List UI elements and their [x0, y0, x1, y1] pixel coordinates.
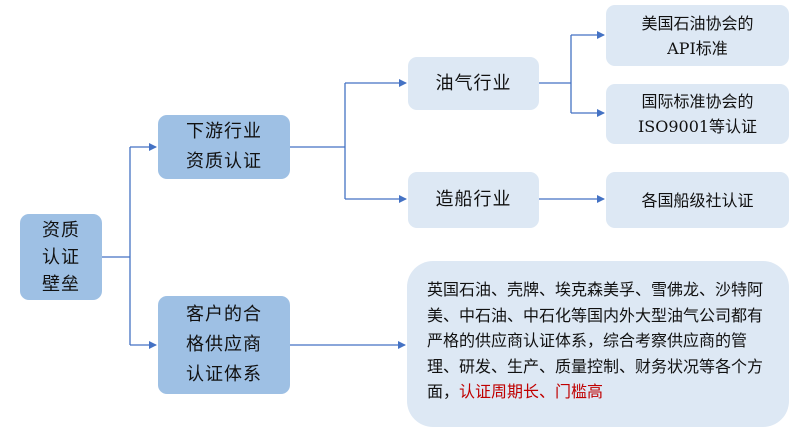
downstream-qualification-node: 下游行业 资质认证 [158, 115, 290, 179]
iso-line-2: ISO9001等认证 [637, 117, 758, 136]
oil-gas-label: 油气行业 [435, 72, 512, 94]
root-line-3: 壁垒 [42, 273, 80, 295]
root-line-2: 认证 [42, 246, 80, 268]
root-line-1: 资质 [42, 219, 80, 241]
customer-line-3: 认证体系 [186, 364, 262, 385]
downstream-line-2: 资质认证 [186, 151, 262, 172]
oil-gas-node: 油气行业 [408, 57, 539, 110]
iso-cert-node: 国际标准协会的 ISO9001等认证 [606, 84, 789, 144]
api-cert-node: 美国石油协会的 API标准 [606, 5, 789, 66]
shipbuilding-label: 造船行业 [435, 189, 512, 210]
customer-line-2: 格供应商 [186, 334, 262, 355]
customer-description-text: 英国石油、壳牌、埃克森美孚、雪佛龙、沙特阿美、中石油、中石化等国内外大型油气公司… [427, 280, 764, 401]
api-line-2: API标准 [667, 38, 728, 58]
class-cert-label: 各国船级社认证 [641, 190, 754, 210]
customer-line-1: 客户的合 [186, 304, 262, 325]
api-line-1: 美国石油协会的 [641, 13, 754, 33]
customer-description-box: 英国石油、壳牌、埃克森美孚、雪佛龙、沙特阿美、中石油、中石化等国内外大型油气公司… [407, 261, 789, 427]
iso-line-1: 国际标准协会的 [641, 92, 754, 111]
customer-certification-node: 客户的合 格供应商 认证体系 [158, 296, 290, 394]
shipbuilding-node: 造船行业 [408, 172, 539, 228]
class-cert-node: 各国船级社认证 [606, 172, 789, 228]
downstream-line-1: 下游行业 [186, 121, 262, 142]
root-node: 资质 认证 壁垒 [20, 214, 102, 300]
customer-description-highlight: 认证周期长、门槛高 [459, 382, 604, 401]
